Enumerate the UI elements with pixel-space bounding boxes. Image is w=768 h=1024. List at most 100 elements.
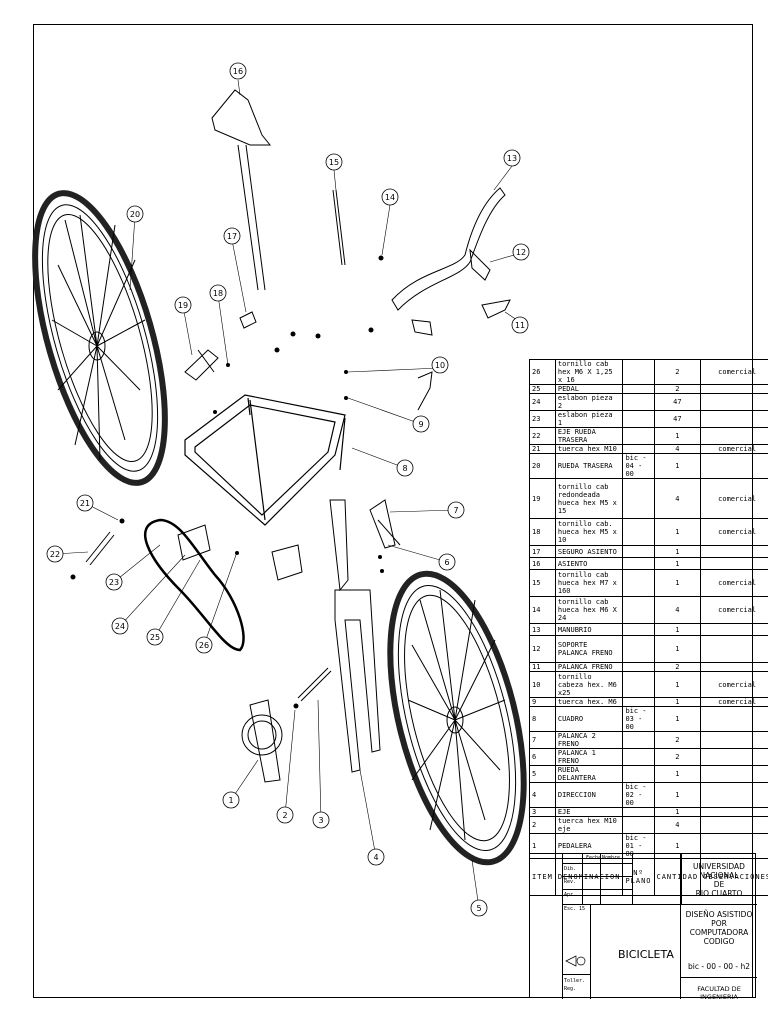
university: UNIVERSIDAD NACIONAL DE RIO CUARTO xyxy=(681,862,757,898)
course-line-3: CODIGO xyxy=(703,937,735,946)
cell-observaciones: comercial xyxy=(700,359,768,385)
cell-plano: bic - 03 - 00 xyxy=(622,706,655,732)
cell-plano xyxy=(622,765,655,783)
cell-item: 18 xyxy=(529,518,556,546)
cell-observaciones xyxy=(700,545,768,558)
clamp xyxy=(411,319,433,336)
crankset xyxy=(241,699,283,783)
cell-item: 3 xyxy=(529,807,556,817)
reg-label: Reg. xyxy=(564,986,577,992)
axle xyxy=(297,667,332,702)
balloon-16-label: 16 xyxy=(233,67,243,76)
cell-item: 12 xyxy=(529,635,556,663)
cell-cantidad: 2 xyxy=(653,748,702,766)
cell-item: 22 xyxy=(529,427,556,445)
balloon-22-label: 22 xyxy=(50,550,60,559)
cell-observaciones xyxy=(700,453,768,479)
course-line-1: DISEÑO ASISTIDO POR xyxy=(685,910,753,928)
dib-label: Dib. xyxy=(564,866,577,872)
cell-cantidad: 1 xyxy=(653,623,702,636)
item-balloons: 1234567891011121314151617181920212223242… xyxy=(46,62,530,917)
balloon-21-label: 21 xyxy=(80,499,90,508)
cell-denominacion: DIRECCION xyxy=(554,782,624,808)
balloon-2-label: 2 xyxy=(282,811,287,820)
balloon-10-label: 10 xyxy=(435,361,445,370)
balloon-17-label: 17 xyxy=(227,232,237,241)
title-block: Fecha Nombre Dib. Rev. Apr. Esc. 15 Toll… xyxy=(529,853,757,1001)
cell-cantidad: 4 xyxy=(653,816,702,834)
cell-item: 21 xyxy=(529,444,556,454)
balloon-9-circle xyxy=(412,415,430,433)
cell-cantidad: 1 xyxy=(653,518,702,546)
cell-item: 14 xyxy=(529,596,556,624)
cell-observaciones: comercial xyxy=(700,569,768,597)
cell-item: 1 xyxy=(529,833,556,859)
balloon-7-circle xyxy=(447,501,465,519)
cell-observaciones xyxy=(700,623,768,636)
balloon-1-circle xyxy=(222,791,240,809)
cell-item: 4 xyxy=(529,782,556,808)
cell-item: 17 xyxy=(529,545,556,558)
cell-denominacion: SOPORTE PALANCA FRENO xyxy=(554,635,624,663)
handlebar xyxy=(391,187,506,311)
balloon-24-circle xyxy=(111,617,129,635)
balloon-12-label: 12 xyxy=(516,248,526,257)
cell-item: 9 xyxy=(529,697,556,707)
cell-plano xyxy=(622,518,655,546)
cell-item: 13 xyxy=(529,623,556,636)
cell-cantidad: 1 xyxy=(653,706,702,732)
cell-item: 15 xyxy=(529,569,556,597)
fork xyxy=(329,499,381,773)
cell-plano xyxy=(622,662,655,672)
balloon-24-label: 24 xyxy=(115,622,125,631)
cell-plano xyxy=(622,623,655,636)
cell-cantidad: 1 xyxy=(653,545,702,558)
cell-cantidad: 1 xyxy=(653,427,702,445)
balloon-25-circle xyxy=(146,628,164,646)
seat xyxy=(211,89,272,291)
cell-observaciones xyxy=(700,816,768,834)
cell-cantidad: 1 xyxy=(653,782,702,808)
balloon-13-label: 13 xyxy=(507,154,517,163)
cell-observaciones: comercial xyxy=(700,444,768,454)
balloon-14-circle xyxy=(381,188,399,206)
cell-item: 7 xyxy=(529,731,556,749)
cell-observaciones: comercial xyxy=(700,518,768,546)
cell-observaciones xyxy=(700,427,768,445)
course-line-2: COMPUTADORA xyxy=(689,928,749,937)
fecha-label: Fecha xyxy=(586,855,602,861)
balloon-18-circle xyxy=(209,284,227,302)
cell-observaciones: comercial xyxy=(700,697,768,707)
balloon-15-label: 15 xyxy=(329,158,339,167)
brake-part xyxy=(417,371,433,411)
cell-denominacion: tuerca hex M10 xyxy=(554,444,624,454)
cell-plano xyxy=(622,697,655,707)
leader-lines xyxy=(54,79,522,909)
balloon-11-label: 11 xyxy=(515,321,525,330)
cell-plano xyxy=(622,748,655,766)
header-observaciones: OBSERVACIONES xyxy=(700,858,768,896)
balloon-7-label: 7 xyxy=(453,506,458,515)
cell-cantidad: 1 xyxy=(653,671,702,698)
cell-cantidad: 1 xyxy=(653,765,702,783)
cell-plano xyxy=(622,410,655,428)
cell-item: 23 xyxy=(529,410,556,428)
cell-item: 20 xyxy=(529,453,556,479)
balloon-20-label: 20 xyxy=(130,210,140,219)
rear-axle xyxy=(85,531,115,566)
balloon-12-circle xyxy=(512,243,530,261)
balloon-13-circle xyxy=(503,149,521,167)
university-line-3: RIO CUARTO xyxy=(695,889,743,898)
balloon-3-circle xyxy=(312,811,330,829)
